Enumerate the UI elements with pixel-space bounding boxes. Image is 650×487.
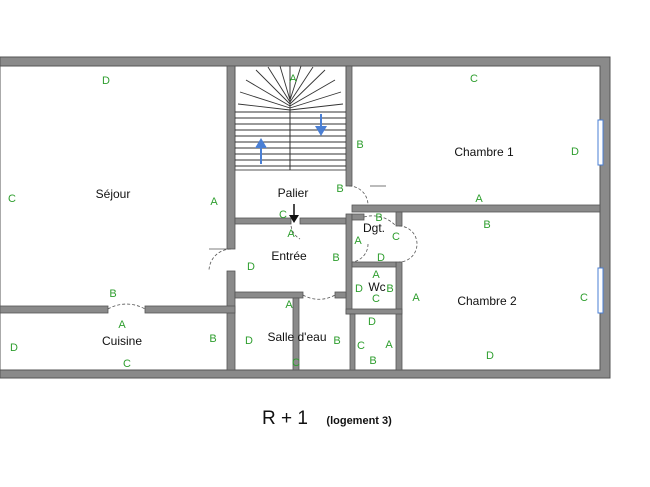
wall-letter: C <box>8 193 16 205</box>
room-wc: Wc <box>368 280 385 294</box>
wall-letter: A <box>287 228 295 240</box>
window-chambre1 <box>597 119 604 166</box>
wall-letter: C <box>357 340 365 352</box>
stair-arrow-up <box>255 138 267 164</box>
wall-letter: B <box>333 335 340 347</box>
wall-letter: B <box>209 333 216 345</box>
wall-letter: B <box>483 219 490 231</box>
wall-letter: A <box>118 319 126 331</box>
wall-letter: D <box>355 283 363 295</box>
wall-letter: B <box>369 355 376 367</box>
wall-letter: C <box>392 231 400 243</box>
plan-caption: R + 1 (logement 3) <box>262 408 392 430</box>
wall-letter: A <box>285 299 293 311</box>
room-dgt: Dgt. <box>363 221 385 235</box>
wall-letter: D <box>377 252 385 264</box>
room-entree: Entrée <box>271 249 307 263</box>
room-salle-eau: Salle d'eau <box>267 330 326 344</box>
wall-letter: C <box>123 358 131 370</box>
wall-letter: D <box>245 335 253 347</box>
window-chambre2 <box>597 267 604 314</box>
wall-letter: B <box>336 183 343 195</box>
wall-letter: D <box>571 146 579 158</box>
wall-letter: A <box>385 339 393 351</box>
wall-letter: B <box>375 212 382 224</box>
wall-letter: C <box>580 292 588 304</box>
wall-letter: A <box>210 196 218 208</box>
door-swings <box>107 185 418 310</box>
wall-letter: B <box>386 283 393 295</box>
wall-letter: A <box>412 292 420 304</box>
wall-letter: A <box>475 193 483 205</box>
wall-letter: A <box>289 73 297 85</box>
wall-letters: D C A B A D B C A B B C A D B A D B C B … <box>8 73 588 370</box>
wall-letter: D <box>102 75 110 87</box>
wall-letter: D <box>368 316 376 328</box>
room-sejour: Séjour <box>96 187 131 201</box>
entry-arrow-icon <box>289 204 299 223</box>
outer-walls <box>0 56 611 379</box>
room-cuisine: Cuisine <box>102 334 142 348</box>
room-palier: Palier <box>278 186 309 200</box>
interior-walls <box>0 65 601 371</box>
floor-plan: Séjour Cuisine Palier Entrée Salle d'eau… <box>0 56 611 379</box>
room-chambre1: Chambre 1 <box>454 145 514 159</box>
room-chambre2: Chambre 2 <box>457 294 517 308</box>
wall-letter: D <box>486 350 494 362</box>
wall-letter: C <box>292 357 300 369</box>
stair-arrow-down <box>315 114 327 136</box>
wall-letter: D <box>10 342 18 354</box>
level-title: R + 1 <box>262 408 308 429</box>
wall-letter: A <box>372 269 380 281</box>
wall-letter: C <box>372 293 380 305</box>
wall-letter: A <box>354 235 362 247</box>
wall-letter: C <box>279 209 287 221</box>
wall-letter: B <box>332 252 339 264</box>
wall-letter: B <box>356 139 363 151</box>
dwelling-label: (logement 3) <box>326 415 392 427</box>
wall-letter: B <box>109 288 116 300</box>
wall-letter: D <box>247 261 255 273</box>
wall-letter: C <box>470 73 478 85</box>
